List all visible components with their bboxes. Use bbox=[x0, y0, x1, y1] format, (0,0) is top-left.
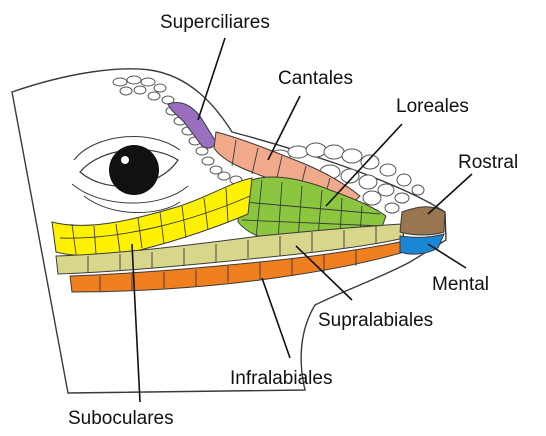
label-rostral: Rostral bbox=[458, 152, 518, 173]
pointer-mental bbox=[428, 244, 466, 268]
label-infralabiales: Infralabiales bbox=[230, 368, 332, 389]
mental-scale bbox=[400, 234, 444, 254]
label-superciliares: Superciliares bbox=[160, 12, 270, 33]
rostral-scale bbox=[400, 207, 445, 235]
pointer-rostral bbox=[428, 174, 472, 214]
label-suboculares: Suboculares bbox=[68, 408, 174, 429]
label-supralabiales: Supralabiales bbox=[318, 310, 433, 331]
label-cantales: Cantales bbox=[278, 68, 353, 89]
label-mental: Mental bbox=[432, 274, 489, 295]
label-loreales: Loreales bbox=[396, 96, 469, 117]
